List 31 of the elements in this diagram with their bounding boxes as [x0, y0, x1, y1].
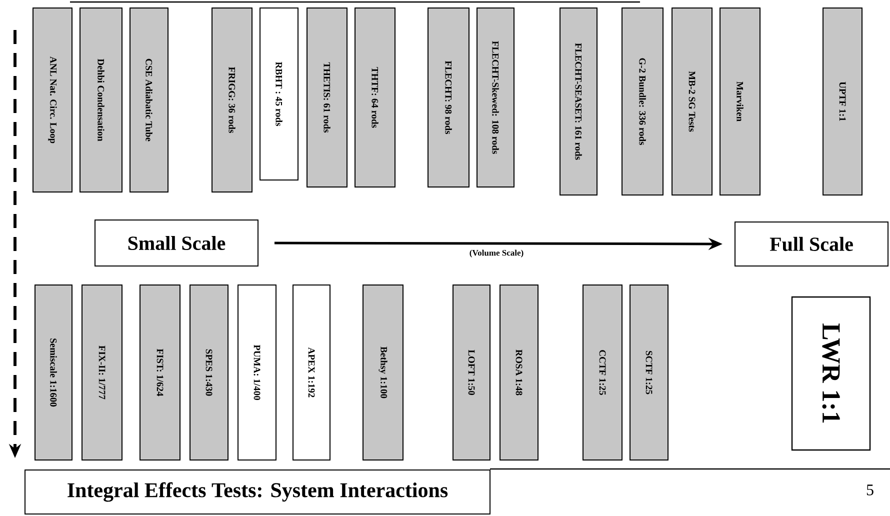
test-facility-box: FLECHT: 98 rods [428, 8, 470, 188]
page-number: 5 [866, 484, 874, 496]
test-facility-box: ANL Nat. Circ. Loop [32, 8, 72, 192]
reactor-box: LWR 1:1 [791, 296, 871, 451]
test-facility-box: SCTF 1:25 [630, 284, 668, 460]
test-facility-box: FRIGG: 36 rods [212, 8, 252, 192]
scale-box: Full Scale [734, 222, 889, 266]
test-facility-box: FLECHT-Skewed: 108 rods [476, 8, 514, 188]
test-facility-box: FIST: 1/624 [140, 284, 180, 460]
test-facility-box: RBHT : 45 rods [260, 8, 298, 180]
test-facility-box: G-2 Bundle: 336 rods [622, 8, 664, 196]
test-facility-box: THTF: 64 rods [354, 8, 396, 188]
test-facility-box: Bethsy 1:100 [362, 284, 404, 460]
title-box: Integral Effects Tests: System Interactions [24, 470, 490, 514]
test-facility-box: SPES 1:430 [190, 284, 228, 460]
test-facility-box: APEX 1:192 [292, 284, 330, 460]
test-facility-box: FLECHT-SEASET: 161 rods [560, 8, 598, 196]
test-facility-box: FIX-II: 1/777 [82, 284, 122, 460]
test-facility-box: Semiscale 1:1600 [34, 284, 72, 460]
test-facility-box: Marviken [720, 8, 761, 196]
test-facility-box: PUMA: 1/400 [238, 284, 276, 460]
test-facility-box: THETIS: 61 rods [306, 8, 348, 188]
scale-box: Small Scale [94, 220, 258, 266]
test-facility-box: CCTF 1:25 [582, 284, 622, 460]
test-facility-box: LOFT 1:50 [452, 284, 490, 460]
test-facility-box: Dehbi Condensation [80, 8, 122, 192]
test-facility-box: UPTF 1:1 [822, 8, 863, 196]
test-facility-box: ROSA 1:48 [500, 284, 538, 460]
test-facility-box: MB-2 SG Tests [672, 8, 712, 196]
edge-label: (Volume Scale) [470, 250, 524, 258]
test-facility-box: CSE Adiabatic Tube [130, 8, 168, 192]
